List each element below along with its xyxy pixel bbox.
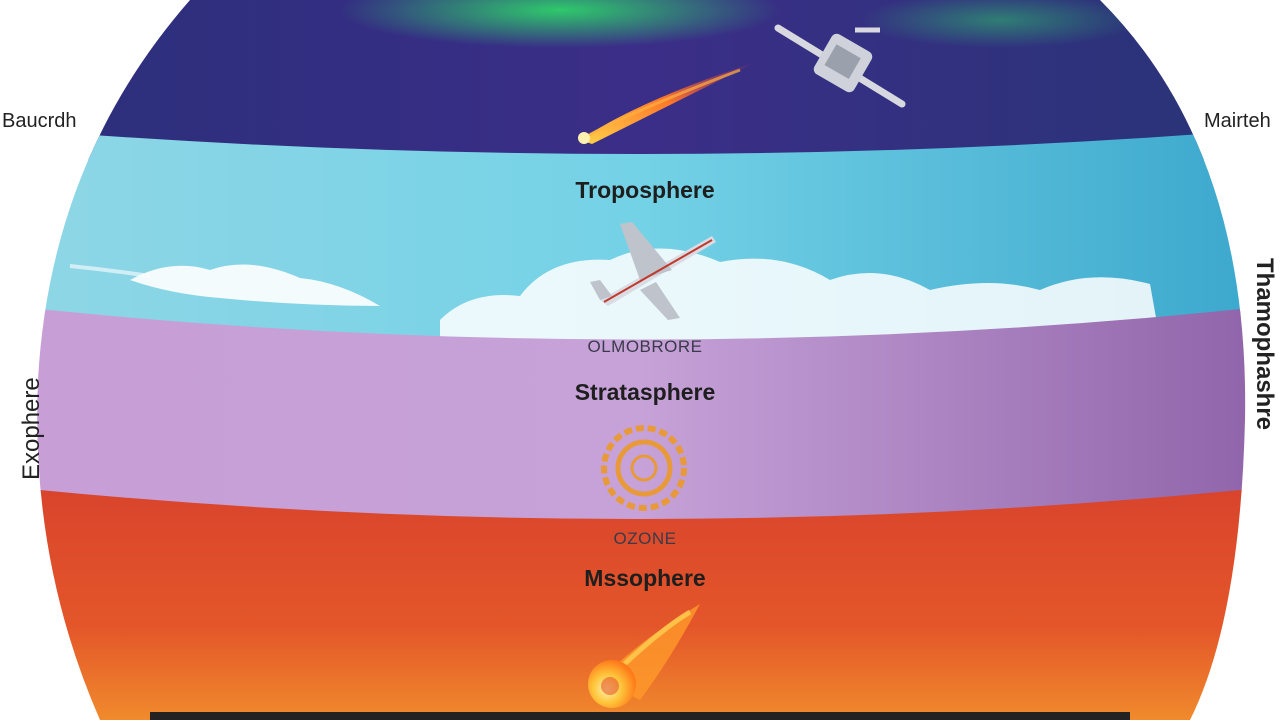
- airplane-icon: [590, 222, 716, 320]
- side-label-right-vertical-text: Thamophashre: [1251, 258, 1278, 431]
- layer-title-troposphere: Troposphere: [575, 177, 714, 203]
- layer-title-stratosphere: Stratasphere: [575, 379, 716, 405]
- side-label-left-vertical-text: Exophere: [18, 377, 45, 480]
- side-label-right-top: Mairteh: [1204, 110, 1271, 132]
- meteor-icon: [578, 62, 756, 144]
- layer-sub-troposphere: OLMOBRORE: [587, 337, 702, 356]
- ground-edge: [150, 712, 1130, 720]
- aurora-icon: [340, 0, 1140, 48]
- layer-title-mesosphere: Mssophere: [584, 565, 705, 591]
- ozone-icon: [601, 425, 687, 511]
- side-label-left-top: Baucrdh: [2, 110, 77, 132]
- layer-sub-stratosphere: OZONE: [614, 529, 677, 548]
- stratosphere-band: [37, 305, 1246, 523]
- mesosphere-band: [37, 486, 1246, 720]
- satellite-icon: [774, 24, 906, 108]
- fireball-icon: [588, 604, 700, 708]
